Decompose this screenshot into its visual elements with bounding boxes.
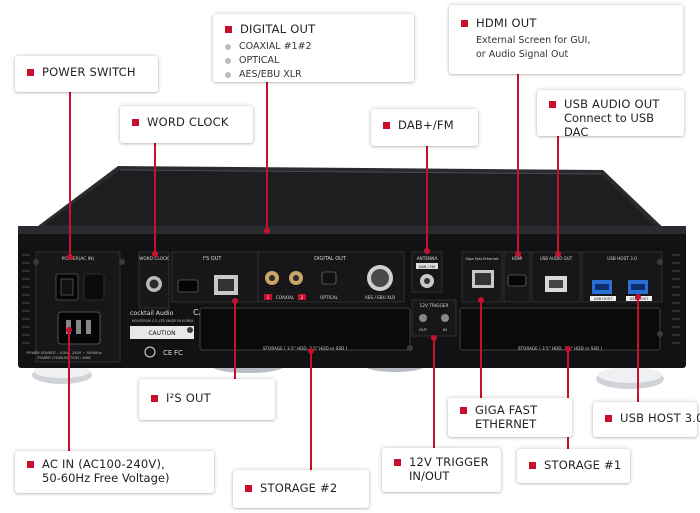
callout-label: STORAGE #1 (544, 458, 622, 472)
digital-out-item: OPTICAL (225, 54, 402, 68)
callout-label: 12V TRIGGER (409, 455, 489, 469)
panel-storage-right: STORAGE ( 3.5" HDD, 2.5" HDD or SSD ) (518, 346, 603, 351)
panel-port-1: 1 (267, 295, 270, 300)
panel-ethernet-label: Giga Fast Ethernet (465, 257, 499, 261)
callout-label: WORD CLOCK (147, 115, 229, 129)
panel-optical-label: OPTICAL (320, 295, 338, 300)
panel-antenna-label: ANTENNA (417, 256, 438, 262)
panel-port-2: 2 (301, 295, 304, 300)
optical-port[interactable] (321, 271, 337, 285)
hdmi-out-port[interactable] (507, 274, 527, 287)
panel-usb-host-short-1: USB HOST (594, 297, 613, 301)
bullet-square-icon (549, 100, 556, 108)
bullet-square-icon (605, 414, 612, 422)
dot-icon (225, 72, 231, 78)
callout-subtext: External Screen for GUI, (476, 35, 591, 46)
item-text: COAXIAL #1#2 (239, 41, 312, 52)
digital-out-item: COAXIAL #1#2 (225, 40, 402, 54)
callout-subtext: Connect to USB DAC (564, 111, 655, 139)
callout-dab-fm: DAB+/FM (371, 109, 478, 146)
callout-subtext: or Audio Signal Out (476, 49, 569, 60)
svg-text:cocktail Audio: cocktail Audio (130, 310, 174, 317)
svg-text:NOVATRON CO.,LTD MADE IN KOR: NOVATRON CO.,LTD MADE IN KOREA (132, 319, 194, 323)
panel-power-source: POWER SOURCE : 100V - 240V ~ 50/60Hz (26, 351, 101, 355)
panel-digital-out-label: DIGITAL OUT (314, 256, 347, 262)
callout-digital-out: DIGITAL OUT COAXIAL #1#2 OPTICAL AES/EBU… (213, 14, 414, 82)
callout-label: GIGA FAST (475, 403, 538, 417)
callout-label: USB HOST 3.0 (620, 411, 700, 425)
callout-label: DIGITAL OUT (240, 22, 316, 36)
bullet-square-icon (461, 19, 468, 27)
item-text: OPTICAL (239, 55, 280, 66)
callout-word-clock: WORD CLOCK (120, 106, 253, 143)
dot-icon (225, 58, 231, 64)
callout-storage-2: STORAGE #2 (233, 470, 369, 508)
panel-i2s-label: I²S OUT (203, 256, 223, 262)
callout-hdmi-out: HDMI OUT External Screen for GUI, or Aud… (449, 5, 683, 74)
panel-word-clock-label: WORD CLOCK (139, 256, 169, 262)
svg-text:FC: FC (174, 349, 183, 357)
panel-power-consumption: POWER CONSUMPTION : 84W (37, 356, 91, 360)
callout-label: USB AUDIO OUT (564, 97, 660, 111)
bullet-square-icon (27, 460, 34, 468)
callout-power-switch: POWER SWITCH (15, 56, 158, 92)
hdmi-i2s-port[interactable] (177, 279, 199, 293)
bullet-square-icon (460, 406, 467, 414)
callout-ac-in: AC IN (AC100-240V), 50-60Hz Free Voltage… (15, 451, 214, 493)
callout-usb-host: USB HOST 3.0 (593, 402, 700, 437)
panel-usb-audio-label: USB AUDIO OUT (540, 256, 573, 261)
callout-subtext: 50-60Hz Free Voltage) (42, 471, 170, 485)
callout-subtext: IN/OUT (409, 469, 450, 483)
callout-label: I²S OUT (166, 391, 211, 405)
bullet-square-icon (394, 458, 401, 466)
callout-label: AC IN (AC100-240V), (42, 457, 166, 471)
panel-hdmi-label: HDMI (512, 256, 523, 261)
callout-subtext: ETHERNET (475, 417, 537, 431)
panel-trigger-label: 12V TRIGGER (419, 303, 448, 309)
callout-label: DAB+/FM (398, 118, 454, 132)
panel-power-label: POWER(AC IN) (62, 256, 95, 262)
bullet-square-icon (383, 121, 390, 129)
panel-trigger-out-label: OUT (419, 327, 428, 332)
item-text: AES/EBU XLR (239, 69, 302, 80)
bullet-square-icon (151, 394, 158, 402)
bullet-square-icon (245, 484, 252, 492)
callout-giga-ethernet: GIGA FAST ETHERNET (448, 398, 572, 437)
callout-label: STORAGE #2 (260, 481, 338, 495)
storage-bay-1[interactable] (459, 307, 661, 351)
panel-trigger-in-label: IN (443, 327, 447, 332)
panel-aes-label: AES / EBU XLR (365, 295, 395, 300)
panel-usb-host-label: USB HOST 3.0 (607, 256, 637, 261)
callout-usb-audio-out: USB AUDIO OUT Connect to USB DAC (537, 90, 684, 139)
storage-bay-2[interactable] (199, 307, 411, 351)
bullet-square-icon (132, 118, 139, 126)
callout-label: POWER SWITCH (42, 65, 136, 79)
callout-i2s-out: I²S OUT (139, 379, 275, 420)
callout-label: HDMI OUT (476, 16, 537, 30)
bullet-square-icon (27, 68, 34, 76)
digital-out-item: AES/EBU XLR (225, 68, 402, 82)
callout-12v-trigger: 12V TRIGGER IN/OUT (382, 448, 501, 492)
trigger-out-port[interactable] (419, 314, 427, 322)
panel-dab-fm-label: DAB / FM (419, 265, 435, 269)
panel-storage-left: STORAGE ( 3.5" HDD, 2.5" HDD or SSD ) (263, 346, 348, 351)
panel-coaxial-label: COAXIAL (276, 295, 295, 300)
bullet-square-icon (529, 461, 536, 469)
bullet-square-icon (225, 25, 232, 33)
callout-storage-1: STORAGE #1 (517, 449, 630, 483)
trigger-in-port[interactable] (441, 314, 449, 322)
dot-icon (225, 44, 231, 50)
svg-text:CAUTION: CAUTION (148, 330, 175, 337)
svg-text:CE: CE (163, 349, 172, 357)
